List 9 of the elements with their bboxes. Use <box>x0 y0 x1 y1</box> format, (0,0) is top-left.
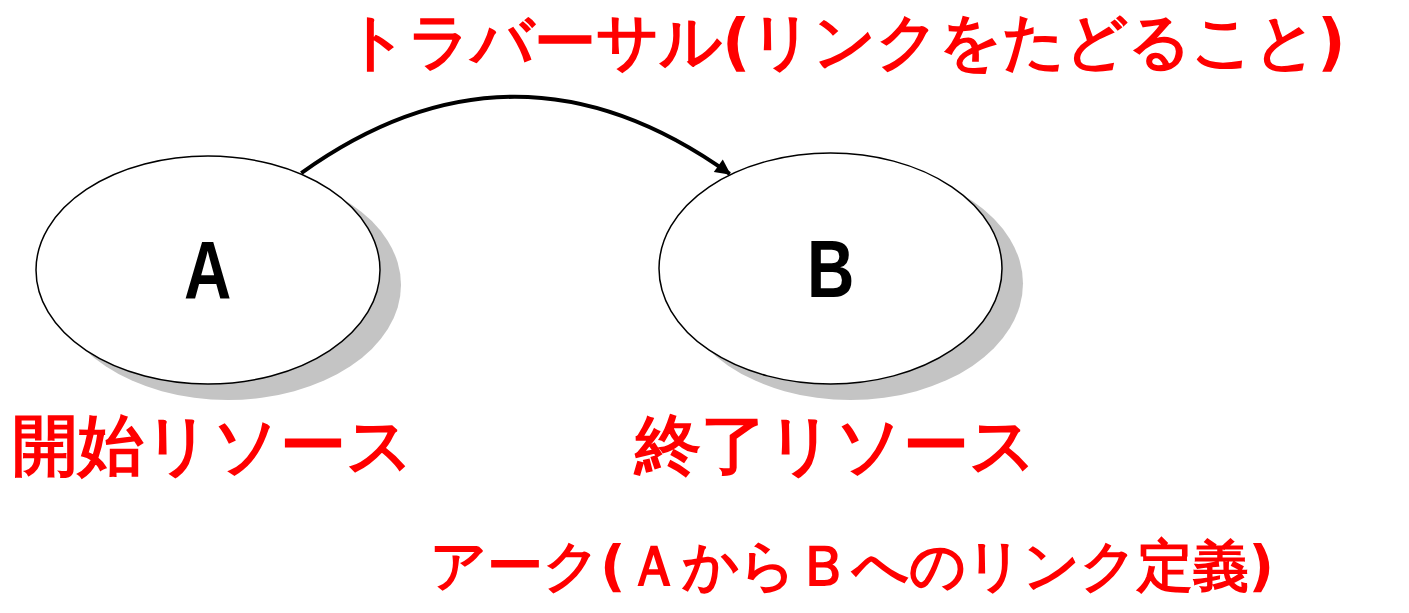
ellipse-node <box>658 152 1003 385</box>
node-label: B <box>806 221 855 316</box>
ellipse-node <box>35 155 381 385</box>
node-caption: 開始リソース <box>12 410 414 483</box>
node-caption: 終了リソース <box>635 410 1037 483</box>
edge-label: トラバーサル(リンクをたどること) <box>345 8 1346 77</box>
note-text: アーク(ＡからＢへのリンク定義) <box>430 535 1275 597</box>
curved-arrow <box>300 94 731 176</box>
node-label: A <box>184 223 232 317</box>
